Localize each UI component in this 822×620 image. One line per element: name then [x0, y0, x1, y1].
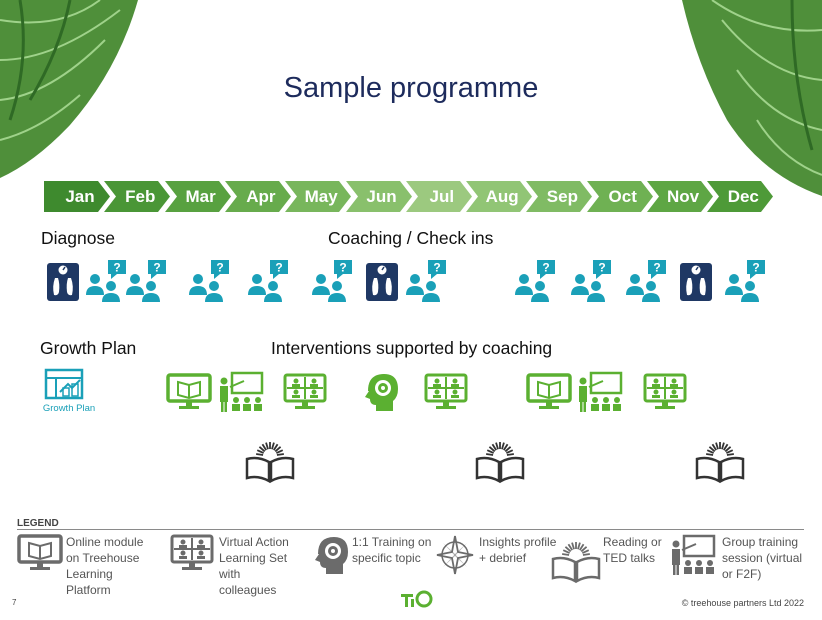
section-interventions: Interventions supported by coaching	[271, 338, 553, 358]
page-number: 7	[12, 598, 17, 607]
month-mar: Mar	[164, 181, 231, 212]
month-sep: Sep	[526, 181, 593, 212]
coaching-icon: ?	[569, 259, 615, 308]
legend-one-to-one-training-label: 1:1 Training on specific topic	[352, 535, 432, 565]
scale-icon	[365, 262, 399, 307]
online-module-icon	[166, 373, 212, 416]
legend-group-training-label: Group training session (virtual or F2F)	[722, 535, 803, 581]
month-label: Jun	[366, 186, 397, 206]
virtual-action-learning-icon	[424, 373, 468, 416]
month-feb: Feb	[104, 181, 171, 212]
svg-text:?: ?	[339, 261, 346, 275]
coaching-icon: ?	[84, 259, 130, 308]
month-label: Sep	[546, 186, 578, 206]
coaching-icon: ?	[723, 259, 769, 308]
coaching-icon: ?	[187, 259, 233, 308]
legend-online-module-label: Online module on Treehouse Learning Plat…	[66, 535, 144, 597]
legend-virtual-action-learning-label: Virtual Action Learning Set with colleag…	[219, 535, 289, 597]
month-dec: Dec	[707, 181, 774, 212]
month-jan: Jan	[44, 181, 110, 212]
group-training-icon	[216, 371, 266, 418]
one-to-one-training-icon	[362, 371, 402, 418]
treehouse-logo	[400, 590, 434, 613]
coaching-icon: ?	[310, 259, 356, 308]
scale-icon	[46, 262, 80, 307]
leaf-decoration-right	[682, 0, 822, 200]
svg-text:?: ?	[153, 261, 160, 275]
legend-title: LEGEND	[17, 518, 59, 529]
month-aug: Aug	[466, 181, 533, 212]
month-label: Feb	[125, 186, 156, 206]
coaching-icon: ?	[404, 259, 450, 308]
legend-online-module-icon	[17, 534, 63, 577]
reading-icon	[244, 434, 296, 489]
month-label: May	[304, 186, 338, 206]
online-module-icon	[526, 373, 572, 416]
month-label: Mar	[185, 186, 216, 206]
section-growth-plan: Growth Plan	[40, 338, 137, 358]
month-may: May	[285, 181, 352, 212]
legend-one-to-one-training-icon	[312, 534, 352, 581]
page-title: Sample programme	[283, 72, 539, 104]
section-diagnose: Diagnose	[41, 228, 115, 248]
month-nov: Nov	[647, 181, 713, 212]
growth-plan-icon: Growth Plan	[38, 368, 100, 418]
legend-reading-label: Reading or TED talks	[603, 535, 662, 565]
group-training-icon	[575, 371, 625, 418]
legend-insights-profile-icon	[435, 534, 475, 581]
coaching-icon: ?	[246, 259, 292, 308]
legend-divider	[17, 529, 804, 530]
reading-icon	[694, 434, 746, 489]
svg-text:?: ?	[113, 261, 120, 275]
month-label: Jul	[429, 186, 455, 206]
coaching-icon: ?	[513, 259, 559, 308]
legend-virtual-action-learning-icon	[170, 534, 214, 577]
month-oct: Oct	[586, 181, 653, 212]
scale-icon	[679, 262, 713, 307]
section-coaching: Coaching / Check ins	[328, 228, 494, 248]
virtual-action-learning-icon	[283, 373, 327, 416]
month-label: Dec	[727, 186, 759, 206]
legend-insights-profile-label: Insights profile + debrief	[479, 535, 557, 565]
month-label: Oct	[608, 186, 637, 206]
month-label: Aug	[485, 186, 519, 206]
reading-icon	[474, 434, 526, 489]
svg-text:?: ?	[598, 261, 605, 275]
legend-group-training-icon	[668, 534, 718, 581]
coaching-icon: ?	[624, 259, 670, 308]
copyright: © treehouse partners Ltd 2022	[681, 598, 804, 608]
svg-text:?: ?	[216, 261, 223, 275]
svg-text:?: ?	[542, 261, 549, 275]
virtual-action-learning-icon	[643, 373, 687, 416]
svg-text:?: ?	[752, 261, 759, 275]
month-apr: Apr	[224, 181, 291, 212]
svg-text:?: ?	[275, 261, 282, 275]
month-label: Nov	[666, 186, 700, 206]
svg-text:?: ?	[433, 261, 440, 275]
svg-text:?: ?	[653, 261, 660, 275]
coaching-icon: ?	[124, 259, 170, 308]
month-label: Jan	[65, 186, 95, 206]
growth-plan-icon-label: Growth Plan	[42, 403, 96, 414]
month-label: Apr	[246, 186, 276, 206]
leaf-decoration-left	[0, 0, 145, 180]
month-jul: Jul	[405, 181, 472, 212]
legend-reading-icon	[550, 534, 602, 589]
month-timeline: Jan Feb Mar Apr May Jun Jul Aug Sep Oct Nov Dec	[44, 181, 778, 212]
month-jun: Jun	[345, 181, 412, 212]
